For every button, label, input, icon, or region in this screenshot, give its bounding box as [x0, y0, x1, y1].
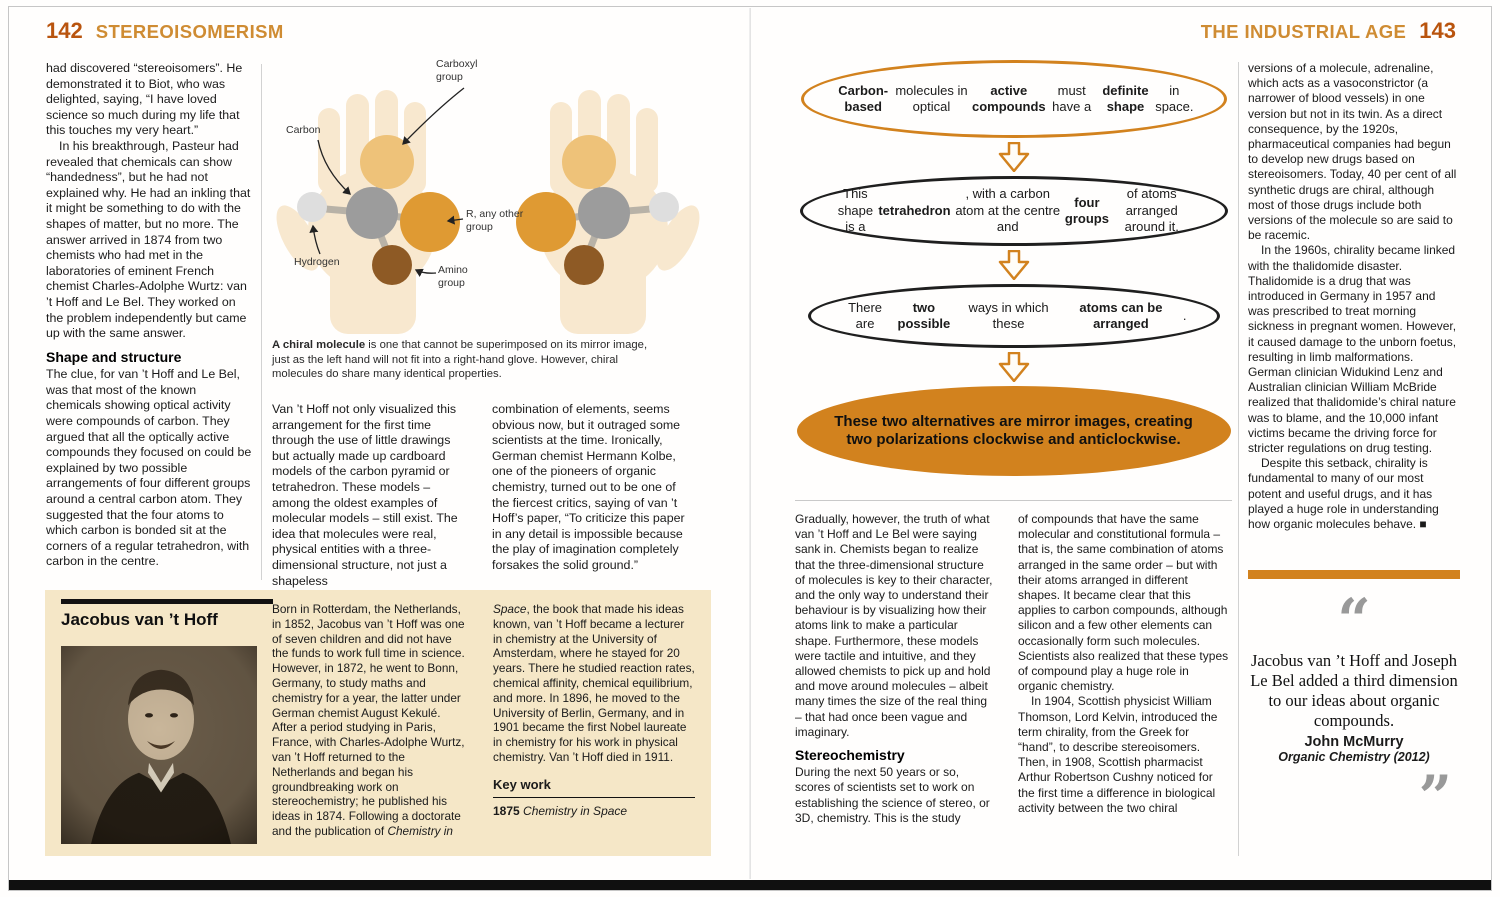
label-hydrogen: Hydrogen	[294, 256, 340, 268]
open-quote-icon: “	[1337, 586, 1371, 654]
right-hand-molecule-mirror	[516, 90, 708, 334]
illustration-caption: A chiral molecule is one that cannot be …	[272, 339, 648, 380]
left-section-title: STEREOISOMERISM	[95, 21, 284, 42]
label-arrows	[309, 87, 465, 277]
paragraph: Despite this setback, chirality is funda…	[1248, 456, 1439, 532]
flowchart: Carbon-based molecules in optical active…	[795, 60, 1232, 476]
left-page-number: 142	[46, 18, 83, 43]
left-column-3: combination of elements, seems obvious n…	[492, 402, 692, 574]
left-column-divider	[261, 64, 262, 580]
right-column-3: versions of a molecule, adrenaline, whic…	[1248, 61, 1460, 532]
paragraph: The clue, for van ’t Hoff and Le Bel, wa…	[46, 367, 252, 569]
paragraph: of compounds that have the same molecula…	[1018, 512, 1229, 694]
key-work-entry: 1875 Chemistry in Space	[493, 796, 695, 819]
portrait-photo	[61, 646, 257, 844]
label-r-group: R, any other group	[466, 208, 524, 233]
left-column-1: had discovered “stereoisomers”. He demon…	[46, 61, 252, 570]
label-carboxyl-group: Carboxyl group	[436, 58, 478, 83]
page-bottom-edge	[9, 880, 1491, 890]
flow-step-2: This shape is a tetrahedron, with a carb…	[799, 176, 1228, 246]
paragraph: In his breakthrough, Pasteur had reveale…	[46, 138, 251, 341]
paragraph: During the next 50 years or so, scores o…	[795, 765, 990, 825]
paragraph: Born in Rotterdam, the Netherlands, in 1…	[272, 602, 465, 838]
biography-header: Jacobus van ’t Hoff	[61, 599, 273, 630]
biography-box: Jacobus van ’t Hoff Born in Rotterdam, t…	[45, 590, 711, 856]
flow-step-3: There are two possible ways in which the…	[807, 284, 1220, 348]
paragraph: Van ’t Hoff not only visualized this arr…	[272, 402, 458, 588]
down-arrow-icon	[998, 250, 1029, 280]
chiral-hands-illustration: Carboxyl group Carbon R, any other group…	[268, 58, 708, 334]
right-page-number: 143	[1419, 18, 1456, 43]
hands-molecule-svg	[268, 58, 708, 334]
down-arrow-icon	[998, 142, 1029, 172]
paragraph: Space, the book that made his ideas know…	[493, 602, 695, 764]
quote-text: Jacobus van ’t Hoff and Joseph Le Bel ad…	[1250, 651, 1458, 730]
paragraph: In the 1960s, chirality became linked wi…	[1248, 243, 1457, 456]
left-page-header: 142 STEREOISOMERISM	[46, 18, 284, 44]
paragraph: had discovered “stereoisomers”. He demon…	[46, 61, 243, 138]
quote-source: Organic Chemistry (2012)	[1278, 750, 1430, 764]
page-gutter	[749, 8, 751, 879]
label-amino-group: Amino group	[438, 264, 468, 289]
right-column-divider	[1238, 62, 1239, 856]
quote-accent-bar	[1248, 570, 1460, 579]
flow-step-1: Carbon-based molecules in optical active…	[800, 60, 1227, 138]
quote-block: “ Jacobus van ’t Hoff and Joseph Le Bel …	[1248, 570, 1460, 857]
right-section-title: THE INDUSTRIAL AGE	[1200, 21, 1407, 42]
close-quote-icon: ”	[1418, 763, 1452, 831]
biography-title: Jacobus van ’t Hoff	[61, 610, 218, 629]
flow-step-4: These two alternatives are mirror images…	[796, 386, 1231, 476]
paragraph: In 1904, Scottish physicist William Thom…	[1018, 694, 1218, 815]
label-carbon: Carbon	[286, 124, 321, 136]
biography-column-1: Born in Rotterdam, the Netherlands, in 1…	[272, 602, 468, 839]
right-column-1: Gradually, however, the truth of what va…	[795, 512, 993, 826]
biography-column-2: Space, the book that made his ideas know…	[493, 602, 695, 818]
left-column-2: Van ’t Hoff not only visualized this arr…	[272, 402, 466, 589]
paragraph: combination of elements, seems obvious n…	[492, 402, 685, 572]
subheading-shape-and-structure: Shape and structure	[46, 348, 182, 365]
paragraph: versions of a molecule, adrenaline, whic…	[1248, 61, 1457, 243]
right-page-header: THE INDUSTRIAL AGE 143	[1201, 18, 1456, 44]
down-arrow-icon	[998, 352, 1029, 382]
flowchart-divider	[795, 500, 1232, 501]
key-work-heading: Key work	[493, 776, 551, 792]
biography-title-bar	[61, 599, 273, 604]
right-column-2: of compounds that have the same molecula…	[1018, 512, 1230, 816]
subheading-stereochemistry: Stereochemistry	[795, 747, 905, 764]
paragraph: Gradually, however, the truth of what va…	[795, 512, 993, 739]
quote-author: John McMurry	[1304, 734, 1404, 750]
